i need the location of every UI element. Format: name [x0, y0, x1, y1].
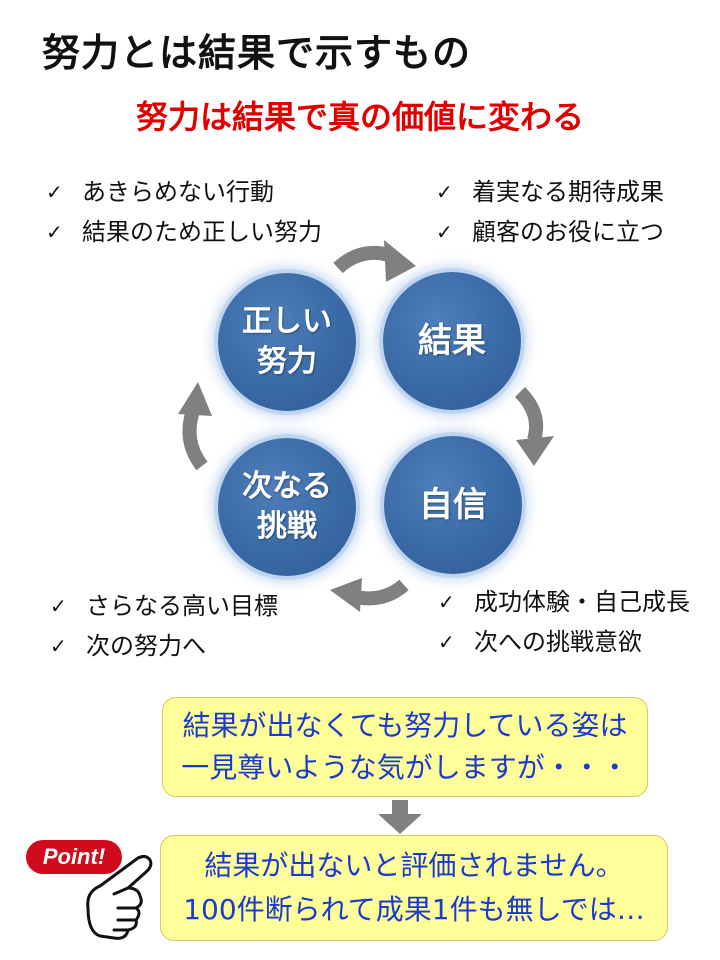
cycle-node-effort: 正しい 努力 [218, 273, 356, 411]
check-icon: ✓ [46, 220, 63, 244]
cycle-node-challenge: 次なる 挑戦 [218, 438, 356, 576]
arrow-result-to-confidence [514, 387, 544, 443]
cycle-node-label: 結果 [418, 321, 486, 361]
checklist-item-label: あきらめない行動 [82, 178, 274, 206]
checklist-item: ✓ 結果のため正しい努力 [46, 212, 322, 252]
cycle-node-result: 結果 [383, 272, 521, 410]
check-icon: ✓ [438, 630, 455, 654]
arrow-challenge-to-effort [182, 405, 208, 471]
arrow-head-icon [330, 578, 362, 612]
check-icon: ✓ [436, 180, 453, 204]
checklist-item: ✓ 顧客のお役に立つ [436, 212, 664, 252]
checklist-bottom-right: ✓ 成功体験・自己成長 ✓ 次への挑戦意欲 [438, 582, 690, 662]
checklist-item: ✓ 次の努力へ [50, 626, 278, 666]
arrow-head-icon [516, 436, 554, 466]
cycle-node-label: 努力 [257, 344, 317, 379]
point-box: 結果が出ないと評価されません。 100件断られて成果1件も無しでは… [160, 835, 668, 941]
checklist-bottom-left: ✓ さらなる高い目標 ✓ 次の努力へ [50, 586, 278, 666]
checklist-top-left: ✓ あきらめない行動 ✓ 結果のため正しい努力 [46, 172, 322, 252]
point-line: 100件断られて成果1件も無しでは… [183, 893, 645, 926]
check-icon: ✓ [436, 220, 453, 244]
down-arrow-icon [378, 800, 422, 834]
check-icon: ✓ [50, 594, 67, 618]
checklist-item-label: 顧客のお役に立つ [472, 218, 664, 246]
checklist-item: ✓ あきらめない行動 [46, 172, 322, 212]
cycle-node-label: 自信 [419, 485, 487, 525]
cycle-node-label: 正しい [242, 304, 332, 339]
cycle-node-label: 挑戦 [257, 509, 317, 544]
checklist-item: ✓ 次への挑戦意欲 [438, 622, 690, 662]
page-title: 努力とは結果で示すもの [42, 31, 472, 75]
note-box: 結果が出なくても努力している姿は 一見尊いような気がしますが・・・ [162, 697, 648, 797]
pointing-hand-icon [86, 854, 153, 940]
point-line: 結果が出ないと評価されません。 [204, 849, 624, 882]
checklist-item-label: さらなる高い目標 [86, 592, 278, 620]
cycle-node-confidence: 自信 [384, 436, 522, 574]
cycle-node-label: 次なる [242, 469, 332, 504]
arrow-head-icon [178, 382, 212, 416]
check-icon: ✓ [46, 180, 63, 204]
checklist-item-label: 次の努力へ [86, 632, 206, 660]
checklist-item-label: 次への挑戦意欲 [474, 628, 642, 656]
checklist-item: ✓ さらなる高い目標 [50, 586, 278, 626]
check-icon: ✓ [50, 634, 67, 658]
subtitle: 努力は結果で真の価値に変わる [135, 98, 584, 136]
arrow-head-icon [384, 240, 416, 282]
checklist-item: ✓ 着実なる期待成果 [436, 172, 664, 212]
checklist-item-label: 着実なる期待成果 [472, 178, 664, 206]
checklist-item: ✓ 成功体験・自己成長 [438, 582, 690, 622]
checklist-top-right: ✓ 着実なる期待成果 ✓ 顧客のお役に立つ [436, 172, 664, 252]
check-icon: ✓ [438, 590, 455, 614]
point-badge: Point! [26, 840, 122, 874]
checklist-item-label: 結果のため正しい努力 [82, 218, 322, 246]
arrow-effort-to-result [333, 246, 395, 274]
checklist-item-label: 成功体験・自己成長 [474, 588, 690, 616]
note-line: 一見尊いような気がしますが・・・ [181, 751, 629, 784]
note-line: 結果が出なくても努力している姿は [182, 709, 628, 742]
